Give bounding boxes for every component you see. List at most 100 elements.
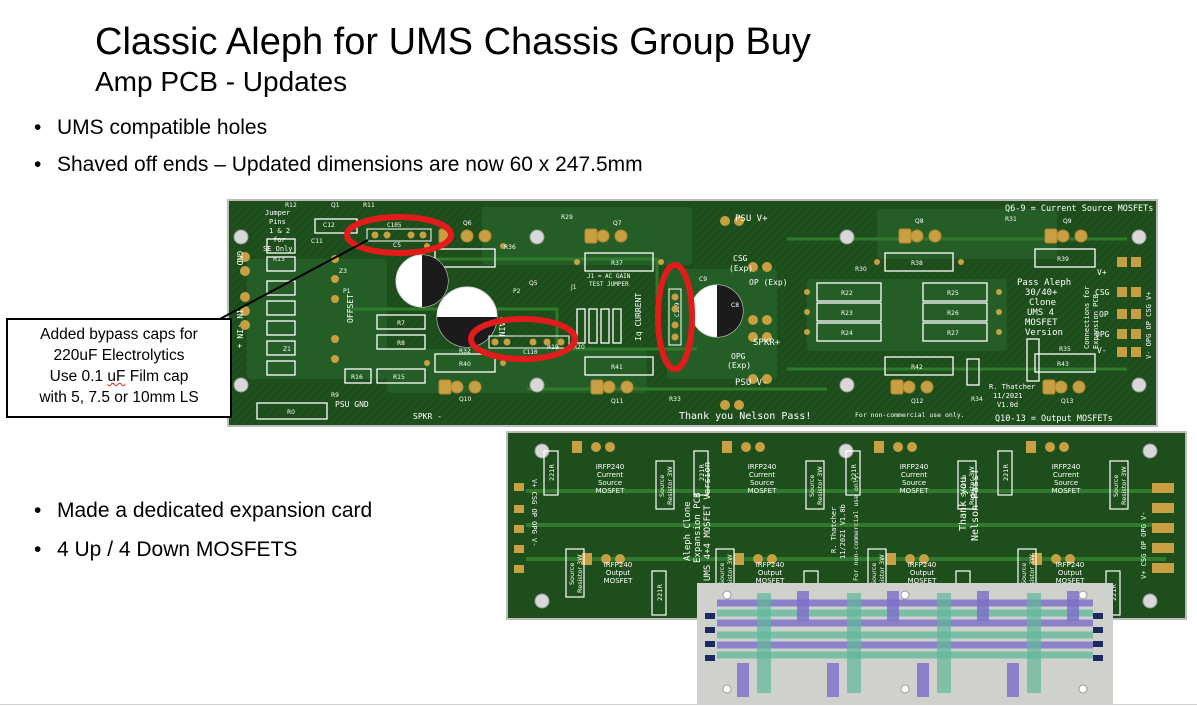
label-r25: R25 bbox=[947, 290, 959, 297]
exp-center-6: For non-commercial use only. bbox=[852, 471, 860, 581]
label-r13: R13 bbox=[273, 256, 285, 263]
silk-offset: OFFSET bbox=[346, 294, 355, 323]
exp-src-res: Resistor 3W bbox=[968, 466, 976, 505]
label-r40: R40 bbox=[459, 361, 471, 368]
label-c11: C11 bbox=[311, 238, 323, 245]
exp-top-label: IRFP240 bbox=[748, 463, 777, 471]
exp-src-res: Resistor 3W bbox=[878, 554, 886, 593]
exp-center-2: Expansion PCB bbox=[693, 493, 703, 563]
exp-center-5: 11/2021 V1.0b bbox=[839, 504, 847, 559]
exp-bottom-label: MOSFET bbox=[908, 577, 937, 585]
label-r35: R35 bbox=[1059, 346, 1071, 353]
exp-221r: 221R bbox=[548, 464, 556, 481]
exp-src-res: Source bbox=[870, 563, 878, 585]
exp-bottom-label: IRFP240 bbox=[1056, 561, 1085, 569]
label-r20: R20 bbox=[573, 344, 585, 351]
silk-noncommercial: For non-commercial use only. bbox=[855, 411, 965, 419]
silk-opg-exp2: (Exp) bbox=[727, 361, 751, 370]
exp-src-res: Source bbox=[960, 475, 968, 497]
silk-op: OP bbox=[1099, 310, 1109, 319]
bullet-glyph: • bbox=[34, 499, 42, 522]
silk-jumper-3: 1 & 2 bbox=[269, 227, 290, 235]
bypass-cap-highlights bbox=[344, 214, 695, 372]
silk-jumper-1: Jumper bbox=[265, 209, 290, 217]
exp-top-label: MOSFET bbox=[596, 487, 625, 495]
exp-src-res: Source bbox=[1112, 475, 1120, 497]
callout-box: Added bypass caps for 220uF Electrolytic… bbox=[6, 318, 232, 418]
silk-brand-1: Pass Aleph bbox=[1017, 278, 1071, 288]
silk-psu-gnd: PSU GND bbox=[335, 400, 369, 409]
exp-thanks-1: Thank you bbox=[958, 477, 969, 531]
callout-line-4: with 5, 7.5 or 10mm LS bbox=[39, 389, 199, 406]
label-r36: R36 bbox=[504, 244, 516, 251]
label-c10: C10 bbox=[479, 298, 491, 305]
label-c5: C5 bbox=[393, 242, 401, 249]
exp-src-res: Source bbox=[568, 563, 576, 585]
silk-brand-5: MOSFET bbox=[1025, 318, 1058, 328]
silk-thanks: Thank you Nelson Pass! bbox=[679, 411, 811, 422]
exp-center-1: Aleph Clone bbox=[683, 501, 693, 561]
label-r37: R37 bbox=[611, 260, 623, 267]
silk-j1note-2: TEST JUMPER bbox=[589, 281, 629, 288]
silk-vert-right: V- OPG OP CSG V+ bbox=[1145, 292, 1153, 359]
silk-opg: OPG bbox=[1095, 330, 1110, 339]
exp-top-label: Current bbox=[1053, 471, 1080, 479]
silk-vminus: V- bbox=[1097, 346, 1107, 355]
silk-gnd: GND bbox=[235, 251, 244, 266]
silk-opg-exp: OPG bbox=[731, 352, 746, 361]
exp-top-label: Source bbox=[750, 479, 774, 487]
label-q13: Q13 bbox=[1061, 398, 1074, 405]
exp-src-res: Source bbox=[658, 475, 666, 497]
exp-src-res: Resistor 3W bbox=[726, 554, 734, 593]
label-q6: Q6 bbox=[463, 220, 472, 227]
exp-src-res: Source bbox=[808, 475, 816, 497]
label-j1: J1 bbox=[570, 284, 577, 291]
bullet-text: 4 Up / 4 Down MOSFETS bbox=[57, 538, 298, 561]
label-r22: R22 bbox=[841, 290, 853, 297]
silk-spkr-plus: SPKR+ bbox=[753, 338, 781, 348]
bullet-item: • Made a dedicated expansion card bbox=[34, 498, 372, 524]
slide-title: Classic Aleph for UMS Chassis Group Buy bbox=[95, 21, 811, 63]
label-c9: C9 bbox=[699, 276, 707, 283]
silk-brand-6: Version bbox=[1025, 328, 1063, 338]
exp-src-res: Source bbox=[1020, 563, 1028, 585]
exp-top-label: Current bbox=[597, 471, 624, 479]
silk-q69: Q6-9 = Current Source MOSFETs bbox=[1005, 204, 1153, 214]
silk-op-exp: OP (Exp) bbox=[749, 278, 788, 287]
exp-thanks-2: Nelson Pass! bbox=[970, 469, 981, 541]
exp-src-res: Resistor 3W bbox=[666, 466, 674, 505]
label-r16: R16 bbox=[351, 374, 363, 381]
exp-edge-left: V+ CSG OP OPG V- bbox=[530, 479, 538, 546]
label-z1: Z1 bbox=[283, 346, 291, 353]
label-r23: R23 bbox=[841, 310, 853, 317]
silk-csg: CSG bbox=[1095, 288, 1110, 297]
exp-top-label: IRFP240 bbox=[900, 463, 929, 471]
label-r34: R34 bbox=[971, 396, 983, 403]
bullet-glyph: • bbox=[34, 538, 42, 561]
label-r41: R41 bbox=[611, 364, 623, 371]
label-r8: R8 bbox=[397, 340, 405, 347]
silk-author-2: 11/2021 bbox=[993, 392, 1023, 400]
exp-center-3: UMS 4+4 MOSFET Version bbox=[703, 462, 713, 581]
bullet-glyph: • bbox=[34, 116, 42, 139]
silk-q1013: Q10-13 = Output MOSFETs bbox=[995, 414, 1113, 424]
exp-221r: 221R bbox=[656, 584, 664, 601]
label-q10: Q10 bbox=[459, 396, 472, 403]
exp-src-res: Resistor 3W bbox=[816, 466, 824, 505]
silk-brand-4: UMS 4 bbox=[1027, 308, 1054, 318]
silk-csg-exp: CSG bbox=[733, 254, 748, 263]
silk-author-3: V1.0d bbox=[997, 401, 1018, 409]
exp-bottom-label: Output bbox=[1058, 569, 1083, 577]
silk-jumper-5: SE Only bbox=[263, 245, 293, 253]
silk-brand-3: Clone bbox=[1029, 298, 1056, 308]
exp-bottom-label: IRFP240 bbox=[756, 561, 785, 569]
label-r27: R27 bbox=[947, 330, 959, 337]
exp-src-res: Resistor 3W bbox=[1028, 554, 1036, 593]
silk-in-minus: IN - bbox=[235, 309, 244, 328]
bullet-text: Made a dedicated expansion card bbox=[57, 499, 373, 522]
bullet-item: •UMS compatible holes bbox=[34, 115, 267, 141]
expansion-pcb-ghost-render bbox=[697, 583, 1113, 704]
amp-pcb-image: Q6-9 = Current Source MOSFETs Q10-13 = O… bbox=[227, 199, 1158, 427]
bullet-item: • 4 Up / 4 Down MOSFETS bbox=[34, 537, 297, 563]
